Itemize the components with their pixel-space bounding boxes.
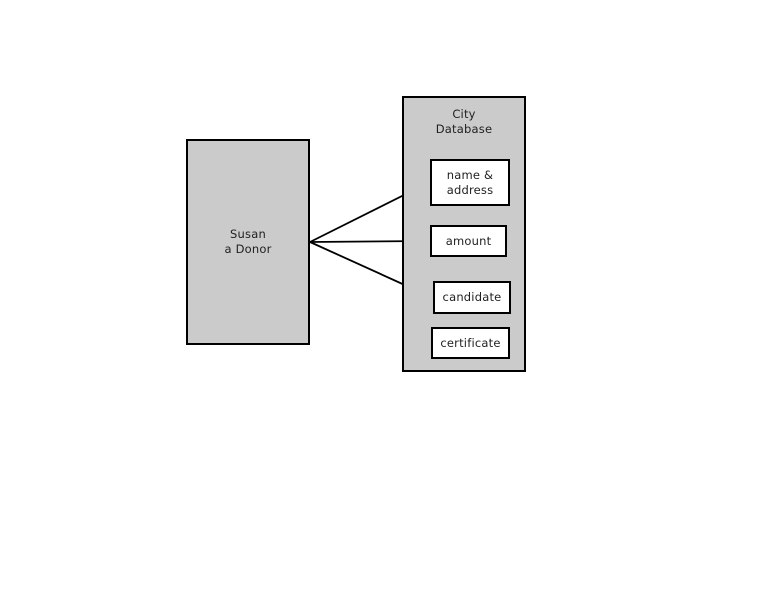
field-certificate-label: certificate <box>440 335 501 350</box>
field-amount: amount <box>430 225 507 257</box>
entity-susan-donor: Susan a Donor <box>186 139 310 345</box>
field-certificate: certificate <box>431 327 510 359</box>
field-name-address: name & address <box>430 159 510 206</box>
field-amount-label: amount <box>445 233 492 248</box>
field-candidate-label: candidate <box>442 290 502 304</box>
field-name-address-label: name & address <box>446 167 494 197</box>
field-candidate: candidate <box>433 281 511 314</box>
city-database-title: City Database <box>435 107 493 136</box>
entity-susan-donor-label: Susan a Donor <box>224 227 272 256</box>
